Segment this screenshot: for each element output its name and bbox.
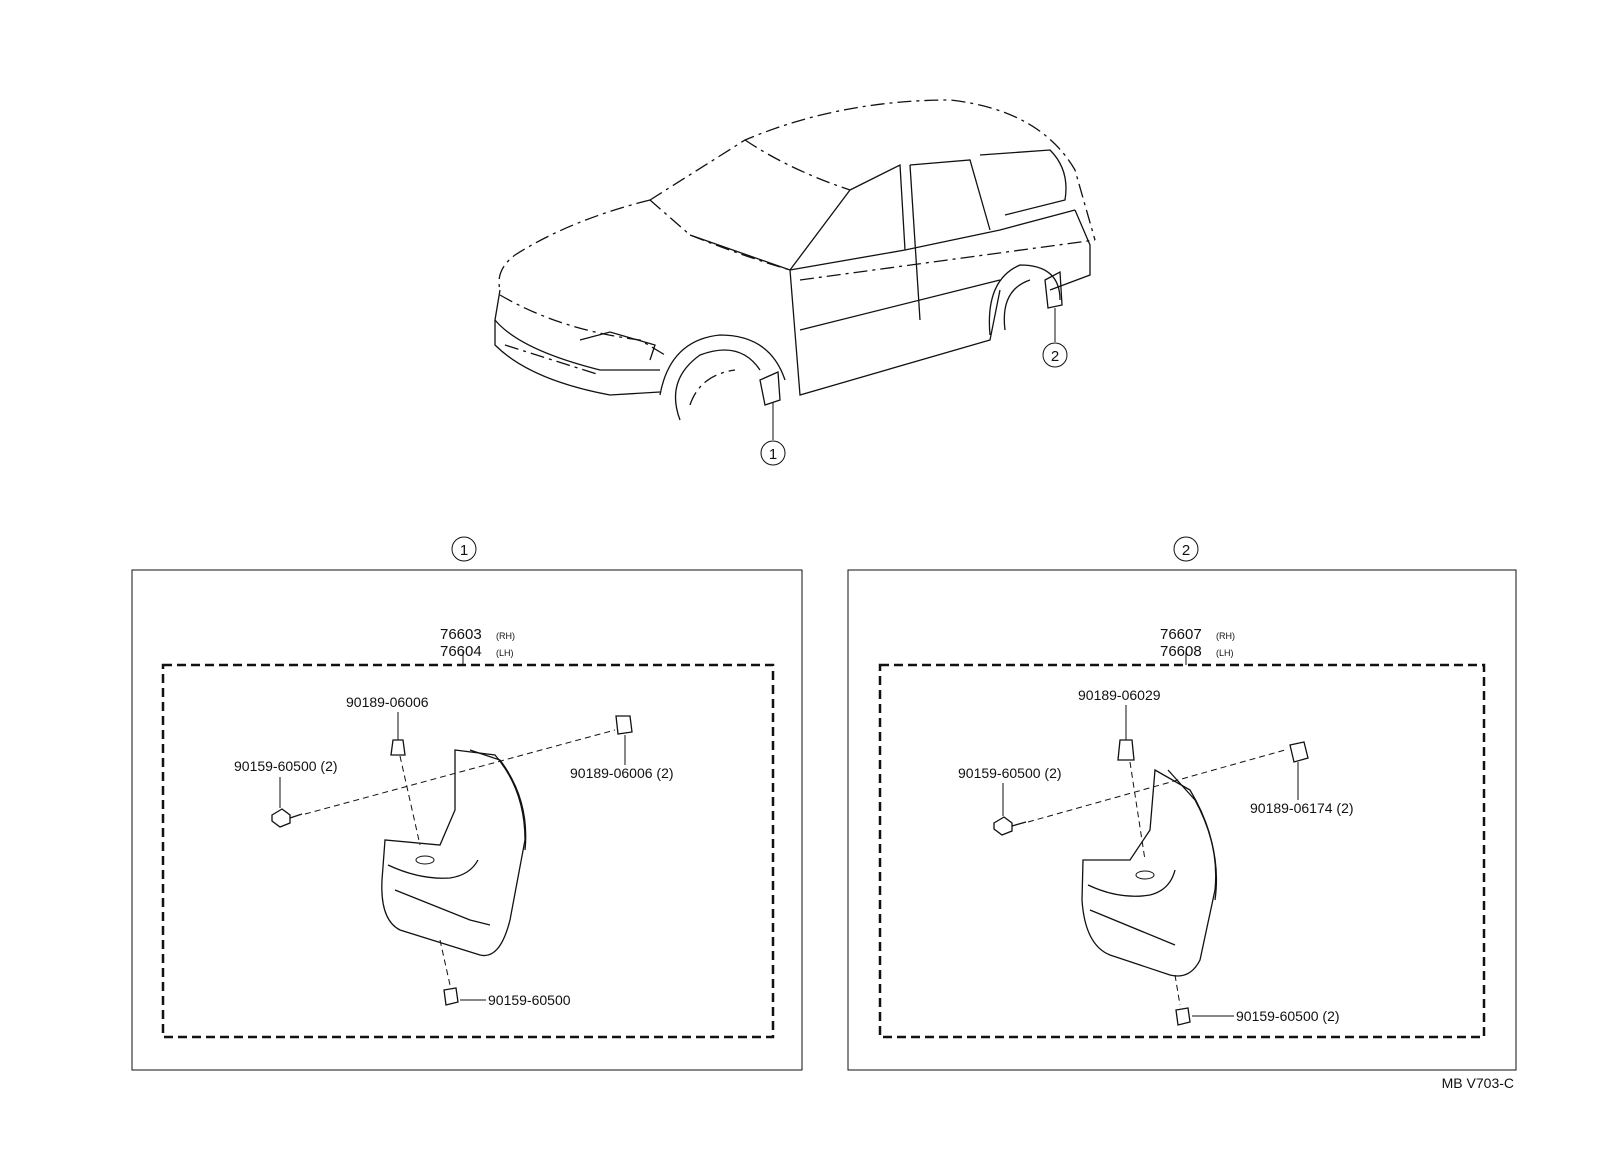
- panel-rear-title: 2: [1182, 542, 1190, 559]
- rear-part-rh-side: (RH): [1216, 631, 1235, 641]
- callout-front: 1: [760, 440, 786, 466]
- front-screw-bottom-label: 90159-60500: [488, 992, 571, 1008]
- rear-part-rh: 76607: [1160, 626, 1202, 643]
- front-screw-bottom: 90159-60500: [439, 939, 571, 1008]
- rear-part-lh: 76608: [1160, 643, 1202, 660]
- car-illustration: [494, 99, 1096, 440]
- rear-mudguard: [1081, 768, 1218, 977]
- rear-screw-bottom-label: 90159-60500 (2): [1236, 1008, 1340, 1024]
- front-part-lh-side: (LH): [496, 648, 514, 658]
- front-screw-left: 90159-60500 (2): [234, 729, 616, 828]
- panel-front: 1 76603 (RH) 76604 (LH) 90189-06006: [131, 536, 803, 1071]
- front-clip-right: 90189-06006 (2): [570, 715, 674, 781]
- rear-part-lh-side: (LH): [1216, 648, 1234, 658]
- panel-rear-frame: [847, 569, 1517, 1071]
- callout-rear-number: 2: [1051, 348, 1059, 365]
- front-screw-left-label: 90159-60500 (2): [234, 758, 338, 774]
- front-mudguard: [381, 749, 527, 957]
- front-clip-top-label: 90189-06006: [346, 694, 429, 710]
- rear-clip-top: 90189-06029: [1078, 687, 1161, 861]
- callout-rear: 2: [1042, 342, 1068, 368]
- reference-code: MB V703-C: [1442, 1075, 1514, 1091]
- callout-front-number: 1: [769, 446, 777, 463]
- panel-rear-assembly-box: [878, 663, 1486, 1039]
- rear-screw-left-label: 90159-60500 (2): [958, 765, 1062, 781]
- panel-front-title-circle: [451, 536, 477, 562]
- front-clip-top: 90189-06006: [346, 694, 429, 846]
- rear-screw-bottom: 90159-60500 (2): [1174, 974, 1340, 1026]
- rear-clip-right: 90189-06174 (2): [1250, 741, 1354, 816]
- front-part-rh: 76603: [440, 626, 482, 643]
- front-part-rh-side: (RH): [496, 631, 515, 641]
- front-part-lh: 76604: [440, 643, 482, 660]
- panel-front-assembly-box: [161, 663, 775, 1039]
- panel-rear-title-circle: [1173, 536, 1199, 562]
- panel-front-title: 1: [460, 542, 468, 559]
- panel-front-frame: [131, 569, 803, 1071]
- rear-clip-right-label: 90189-06174 (2): [1250, 800, 1354, 816]
- panel-rear: 2 76607 (RH) 76608 (LH) 90189-06029: [847, 536, 1517, 1071]
- rear-screw-left: 90159-60500 (2): [958, 749, 1286, 836]
- rear-clip-top-label: 90189-06029: [1078, 687, 1161, 703]
- front-clip-right-label: 90189-06006 (2): [570, 765, 674, 781]
